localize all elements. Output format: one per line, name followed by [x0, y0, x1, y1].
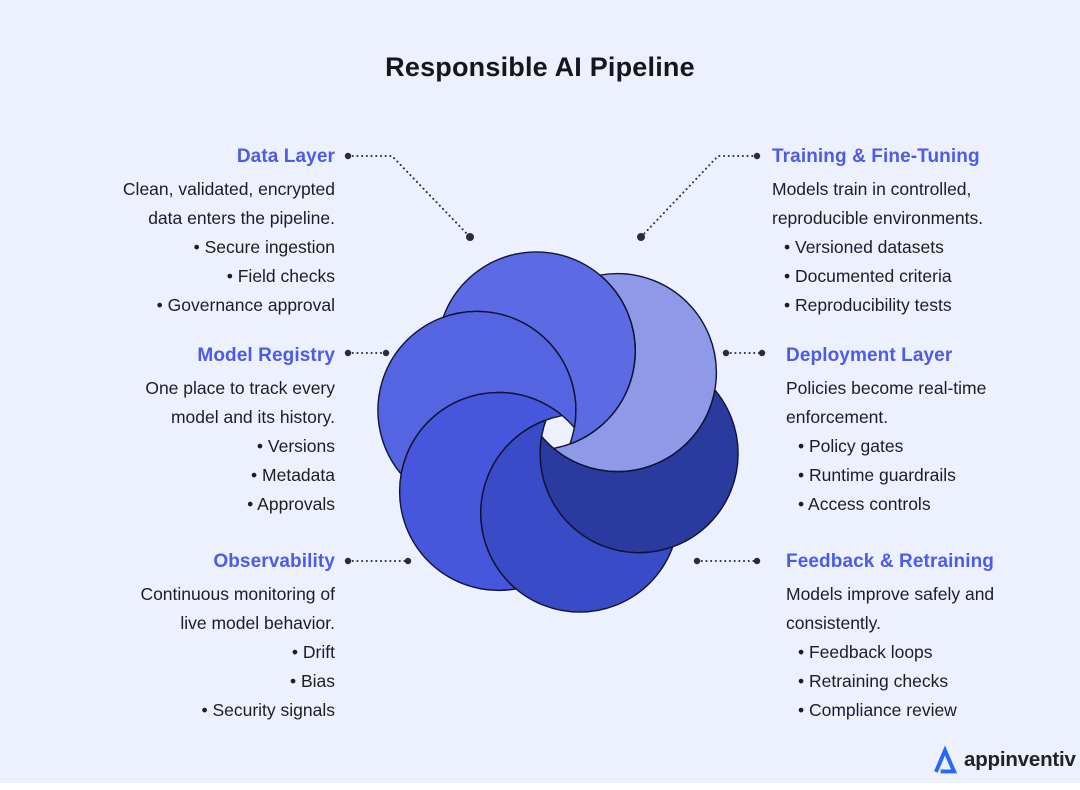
section-line: model and its history.: [170, 407, 335, 427]
brand-logo-text: appinventiv: [964, 748, 1076, 771]
section-line: data enters the pipeline.: [148, 208, 335, 228]
section-title: Model Registry: [197, 345, 335, 366]
connector-lines: [347, 155, 763, 562]
connector-dot: [753, 557, 761, 565]
section-bullet: • Security signals: [201, 700, 335, 720]
section-data-layer: Data Layer Clean, validated, encrypted d…: [15, 142, 335, 320]
connector-dot: [344, 557, 352, 565]
section-observability: Observability Continuous monitoring of l…: [15, 547, 335, 725]
section-bullet: • Feedback loops: [798, 642, 933, 662]
section-bullet: • Retraining checks: [798, 671, 949, 691]
connector-dots: [344, 152, 766, 565]
section-line: One place to track every: [145, 378, 335, 398]
connector-dot: [466, 233, 474, 241]
section-line: Continuous monitoring of: [140, 584, 335, 604]
section-training-fine-tuning: Training & Fine-Tuning Models train in c…: [772, 142, 1080, 320]
section-title: Data Layer: [236, 146, 335, 167]
connector-dot: [758, 349, 766, 357]
section-model-registry: Model Registry One place to track every …: [15, 341, 335, 519]
section-feedback-retraining: Feedback & Retraining Models improve saf…: [786, 547, 1080, 725]
bottom-strip: [0, 783, 1080, 790]
section-line: Clean, validated, encrypted: [122, 179, 335, 199]
section-title: Deployment Layer: [786, 345, 953, 366]
section-bullet: • Compliance review: [798, 700, 957, 720]
connector-dot: [693, 557, 701, 565]
section-bullet: • Policy gates: [798, 436, 904, 456]
section-line: Models train in controlled,: [772, 179, 972, 199]
section-bullet: • Documented criteria: [784, 266, 952, 286]
section-bullet: • Bias: [289, 671, 335, 691]
section-bullet: • Metadata: [251, 465, 335, 485]
connector-dot: [722, 349, 730, 357]
section-bullet: • Versioned datasets: [784, 237, 944, 257]
connector-dot: [637, 233, 645, 241]
section-line: enforcement.: [786, 407, 889, 427]
brand-logo: appinventiv: [931, 744, 1076, 776]
section-line: Policies become real-time: [786, 378, 987, 398]
connector-line-training: [640, 155, 758, 238]
section-bullet: • Reproducibility tests: [784, 295, 952, 315]
section-title: Feedback & Retraining: [786, 551, 994, 572]
section-deployment-layer: Deployment Layer Policies become real-ti…: [786, 341, 1080, 519]
section-bullet: • Field checks: [226, 266, 335, 286]
connector-dot: [404, 557, 412, 565]
section-bullet: • Approvals: [247, 494, 335, 514]
section-bullet: • Governance approval: [156, 295, 335, 315]
section-line: consistently.: [786, 613, 881, 633]
section-bullet: • Versions: [256, 436, 335, 456]
connector-dot: [344, 152, 352, 160]
connector-dot: [382, 349, 390, 357]
appinventiv-logo-icon: [934, 745, 958, 774]
connector-dot: [753, 152, 761, 160]
section-bullet: • Access controls: [798, 494, 931, 514]
section-line: Models improve safely and: [786, 584, 995, 604]
connector-dot: [344, 349, 352, 357]
section-title: Training & Fine-Tuning: [772, 146, 980, 167]
section-bullet: • Drift: [291, 642, 335, 662]
section-line: reproducible environments.: [772, 208, 984, 228]
section-bullet: • Secure ingestion: [193, 237, 335, 257]
section-line: live model behavior.: [180, 613, 335, 633]
section-title: Observability: [213, 551, 335, 572]
page-title: Responsible AI Pipeline: [385, 52, 695, 82]
connector-line-data-layer: [347, 155, 471, 238]
section-bullet: • Runtime guardrails: [798, 465, 956, 485]
